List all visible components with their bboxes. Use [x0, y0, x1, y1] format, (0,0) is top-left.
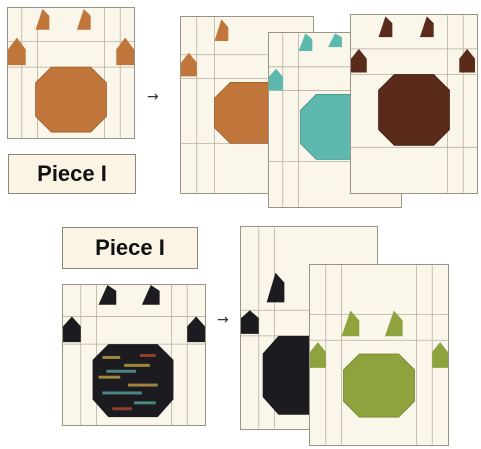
- piece-label-top: Piece I: [8, 154, 136, 194]
- arrow-right-icon: →: [147, 90, 159, 104]
- paw-block-chocolate-stacked: [350, 14, 478, 194]
- paw-block-rust-piece: [7, 7, 135, 139]
- arrow-right-icon-bottom: →: [217, 313, 229, 327]
- piece-label-bottom: Piece I: [62, 227, 198, 269]
- paw-rust-drawing: [8, 8, 134, 138]
- paw-block-print-piece: [62, 284, 206, 426]
- paw-block-olive-stacked: [309, 264, 449, 446]
